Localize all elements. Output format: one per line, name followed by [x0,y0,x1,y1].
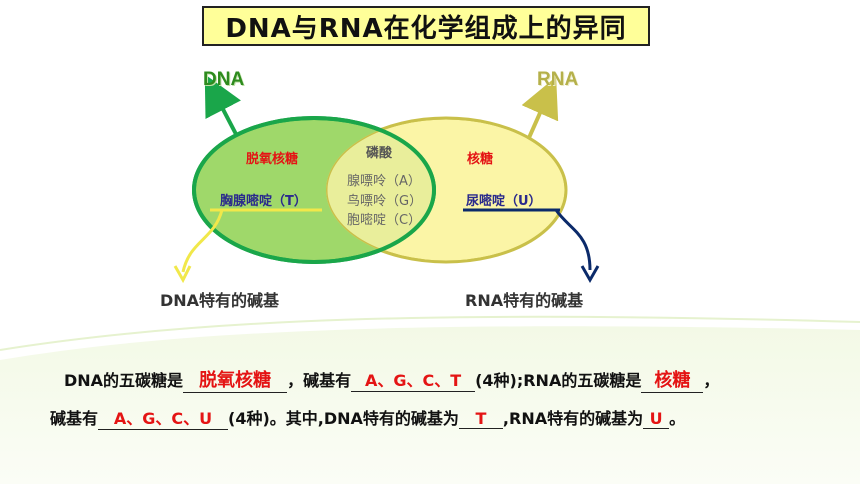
text-segment: (4种);RNA的五碳糖是 [475,371,642,390]
dna-tag: DNA [203,69,245,90]
dna-sugar-label: 脱氧核糖 [246,152,299,167]
dna-caption: DNA特有的碱基 [160,291,280,310]
blank-rna-unique: U [643,409,670,429]
text-segment: DNA的五碳糖是 [64,371,184,390]
text-segment: 。 [669,409,686,428]
shared-base-g: 鸟嘌呤（G） [347,194,423,209]
text-segment: ，碱基有 [287,371,352,390]
dna-arrow [204,74,241,139]
shared-base-c: 胞嘧啶（C） [347,213,422,228]
rna-caption: RNA特有的碱基 [465,291,584,310]
t-curve-arrow [181,209,224,273]
blank-dna-bases: A、G、C、T [351,367,476,392]
blank-rna-sugar: 核糖 [641,366,704,393]
rna-sugar-label: 核糖 [467,152,494,167]
shared-title: 磷酸 [366,146,393,161]
text-segment: (4种)。其中,DNA特有的碱基为 [228,409,459,428]
rna-base-label: 尿嘧啶（U） [466,194,542,209]
venn-diagram [173,74,600,284]
blank-dna-unique: T [458,409,503,429]
overlap-region [326,118,434,262]
text-segment: ,RNA特有的碱基为 [502,409,644,428]
shared-base-a: 腺嘌呤（A） [347,174,421,189]
rna-tag: RNA [537,69,579,90]
rna-arrow [521,76,559,141]
text-segment: 碱基有 [50,409,99,428]
page-title: DNA与RNA在化学组成上的异同 [202,6,650,46]
text-segment: ， [703,371,720,390]
u-curve-arrow [554,209,592,271]
blank-dna-sugar: 脱氧核糖 [183,366,288,393]
blank-rna-bases: A、G、C、U [98,405,229,430]
dna-base-label: 胸腺嘧啶（T） [220,194,307,209]
